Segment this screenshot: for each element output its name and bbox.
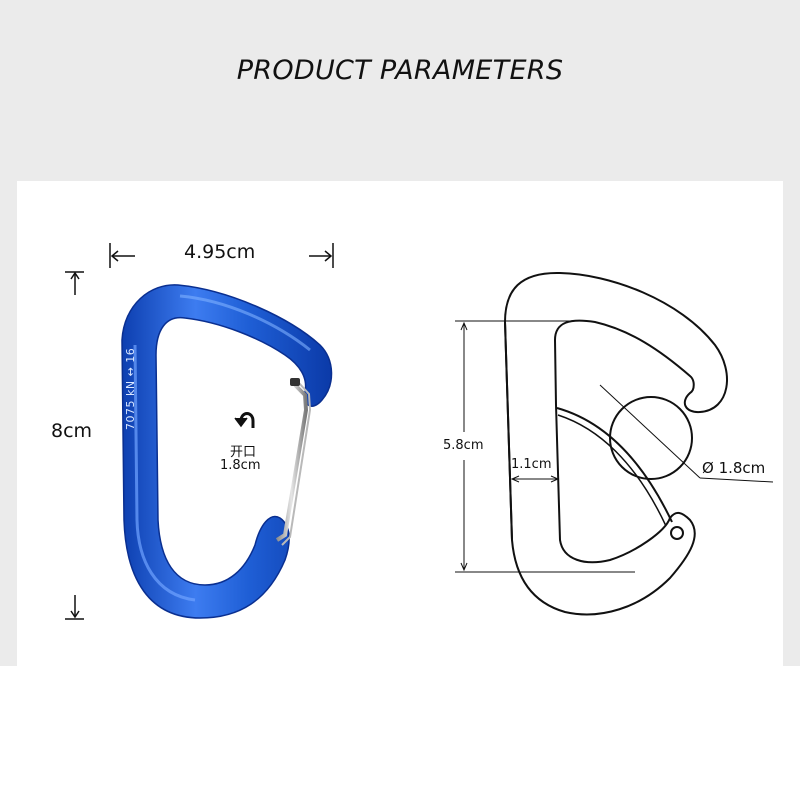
footer-background bbox=[0, 666, 800, 800]
width-label: 4.95cm bbox=[184, 241, 256, 263]
height-label: 8cm bbox=[51, 420, 93, 442]
page-title: PRODUCT PARAMETERS bbox=[236, 55, 564, 86]
wire-gate bbox=[275, 378, 312, 546]
inner-height-label: 5.8cm bbox=[443, 438, 484, 453]
diagram-dimension-lines bbox=[455, 320, 774, 573]
gate-value: 1.8cm bbox=[220, 458, 261, 473]
strength-stamp: 7075 kN ↔ 16 bbox=[124, 347, 137, 430]
height-dimension-icon bbox=[65, 271, 84, 620]
width-dimension-icon bbox=[109, 243, 334, 268]
carabiner-diagram bbox=[503, 271, 728, 616]
carabiner-photo bbox=[121, 284, 333, 619]
diameter-label: Ø 1.8cm bbox=[702, 459, 766, 477]
gate-open-arrow-icon bbox=[234, 412, 255, 428]
bar-width-label: 1.1cm bbox=[511, 457, 552, 472]
gate-label: 开口 bbox=[230, 445, 257, 460]
